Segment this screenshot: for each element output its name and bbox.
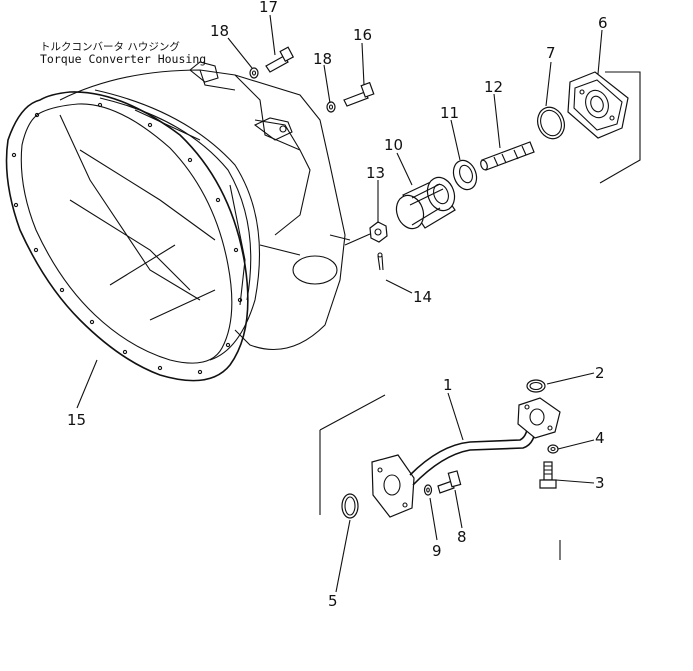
washer-18-upper [249, 67, 259, 79]
bolt-16 [343, 81, 375, 107]
callout-7: 7 [546, 44, 556, 62]
o-ring-2 [526, 379, 546, 393]
callout-8: 8 [457, 528, 467, 546]
cover-6 [567, 71, 629, 139]
o-ring-7 [537, 106, 565, 140]
washer-4 [547, 444, 559, 454]
callout-11: 11 [440, 104, 459, 122]
callout-18-upper: 18 [210, 22, 229, 40]
callout-10: 10 [384, 136, 403, 154]
pipe-1 [371, 397, 561, 518]
leader-lines [76, 14, 603, 593]
callout-14: 14 [413, 288, 432, 306]
bolt-8 [437, 470, 462, 494]
washer-18-lower [326, 101, 336, 113]
torque-converter-housing [5, 61, 351, 382]
seal-ring-11 [452, 159, 478, 191]
callout-4: 4 [595, 429, 605, 447]
callout-13: 13 [366, 164, 385, 182]
callout-2: 2 [595, 364, 605, 382]
callout-9: 9 [432, 542, 442, 560]
callout-18-lower: 18 [313, 50, 332, 68]
stud-12 [480, 141, 535, 171]
callout-6: 6 [598, 14, 608, 32]
strainer-10 [395, 176, 456, 230]
flange-bolt-holes [11, 102, 243, 375]
leader-center-line [344, 233, 371, 246]
callout-labels: 17 18 18 16 13 14 10 11 12 7 6 15 2 1 4 … [67, 0, 608, 610]
nut-13 [369, 221, 388, 243]
callout-16: 16 [353, 26, 372, 44]
o-ring-5 [341, 493, 359, 519]
washer-9 [423, 484, 433, 496]
callout-3: 3 [595, 474, 605, 492]
pipe-bracket-line [319, 394, 386, 515]
callout-5: 5 [328, 592, 338, 610]
title-japanese: トルクコンバータ ハウジング [40, 40, 180, 53]
bolt-17 [265, 46, 295, 73]
callout-1: 1 [443, 376, 453, 394]
callout-17: 17 [259, 0, 278, 16]
callout-12: 12 [484, 78, 503, 96]
callout-15: 15 [67, 411, 86, 429]
cover-bracket-line [599, 71, 641, 184]
title-english: Torque Converter Housing [40, 52, 206, 66]
cotter-pin-14 [377, 252, 384, 271]
bolt-3 [539, 461, 557, 489]
